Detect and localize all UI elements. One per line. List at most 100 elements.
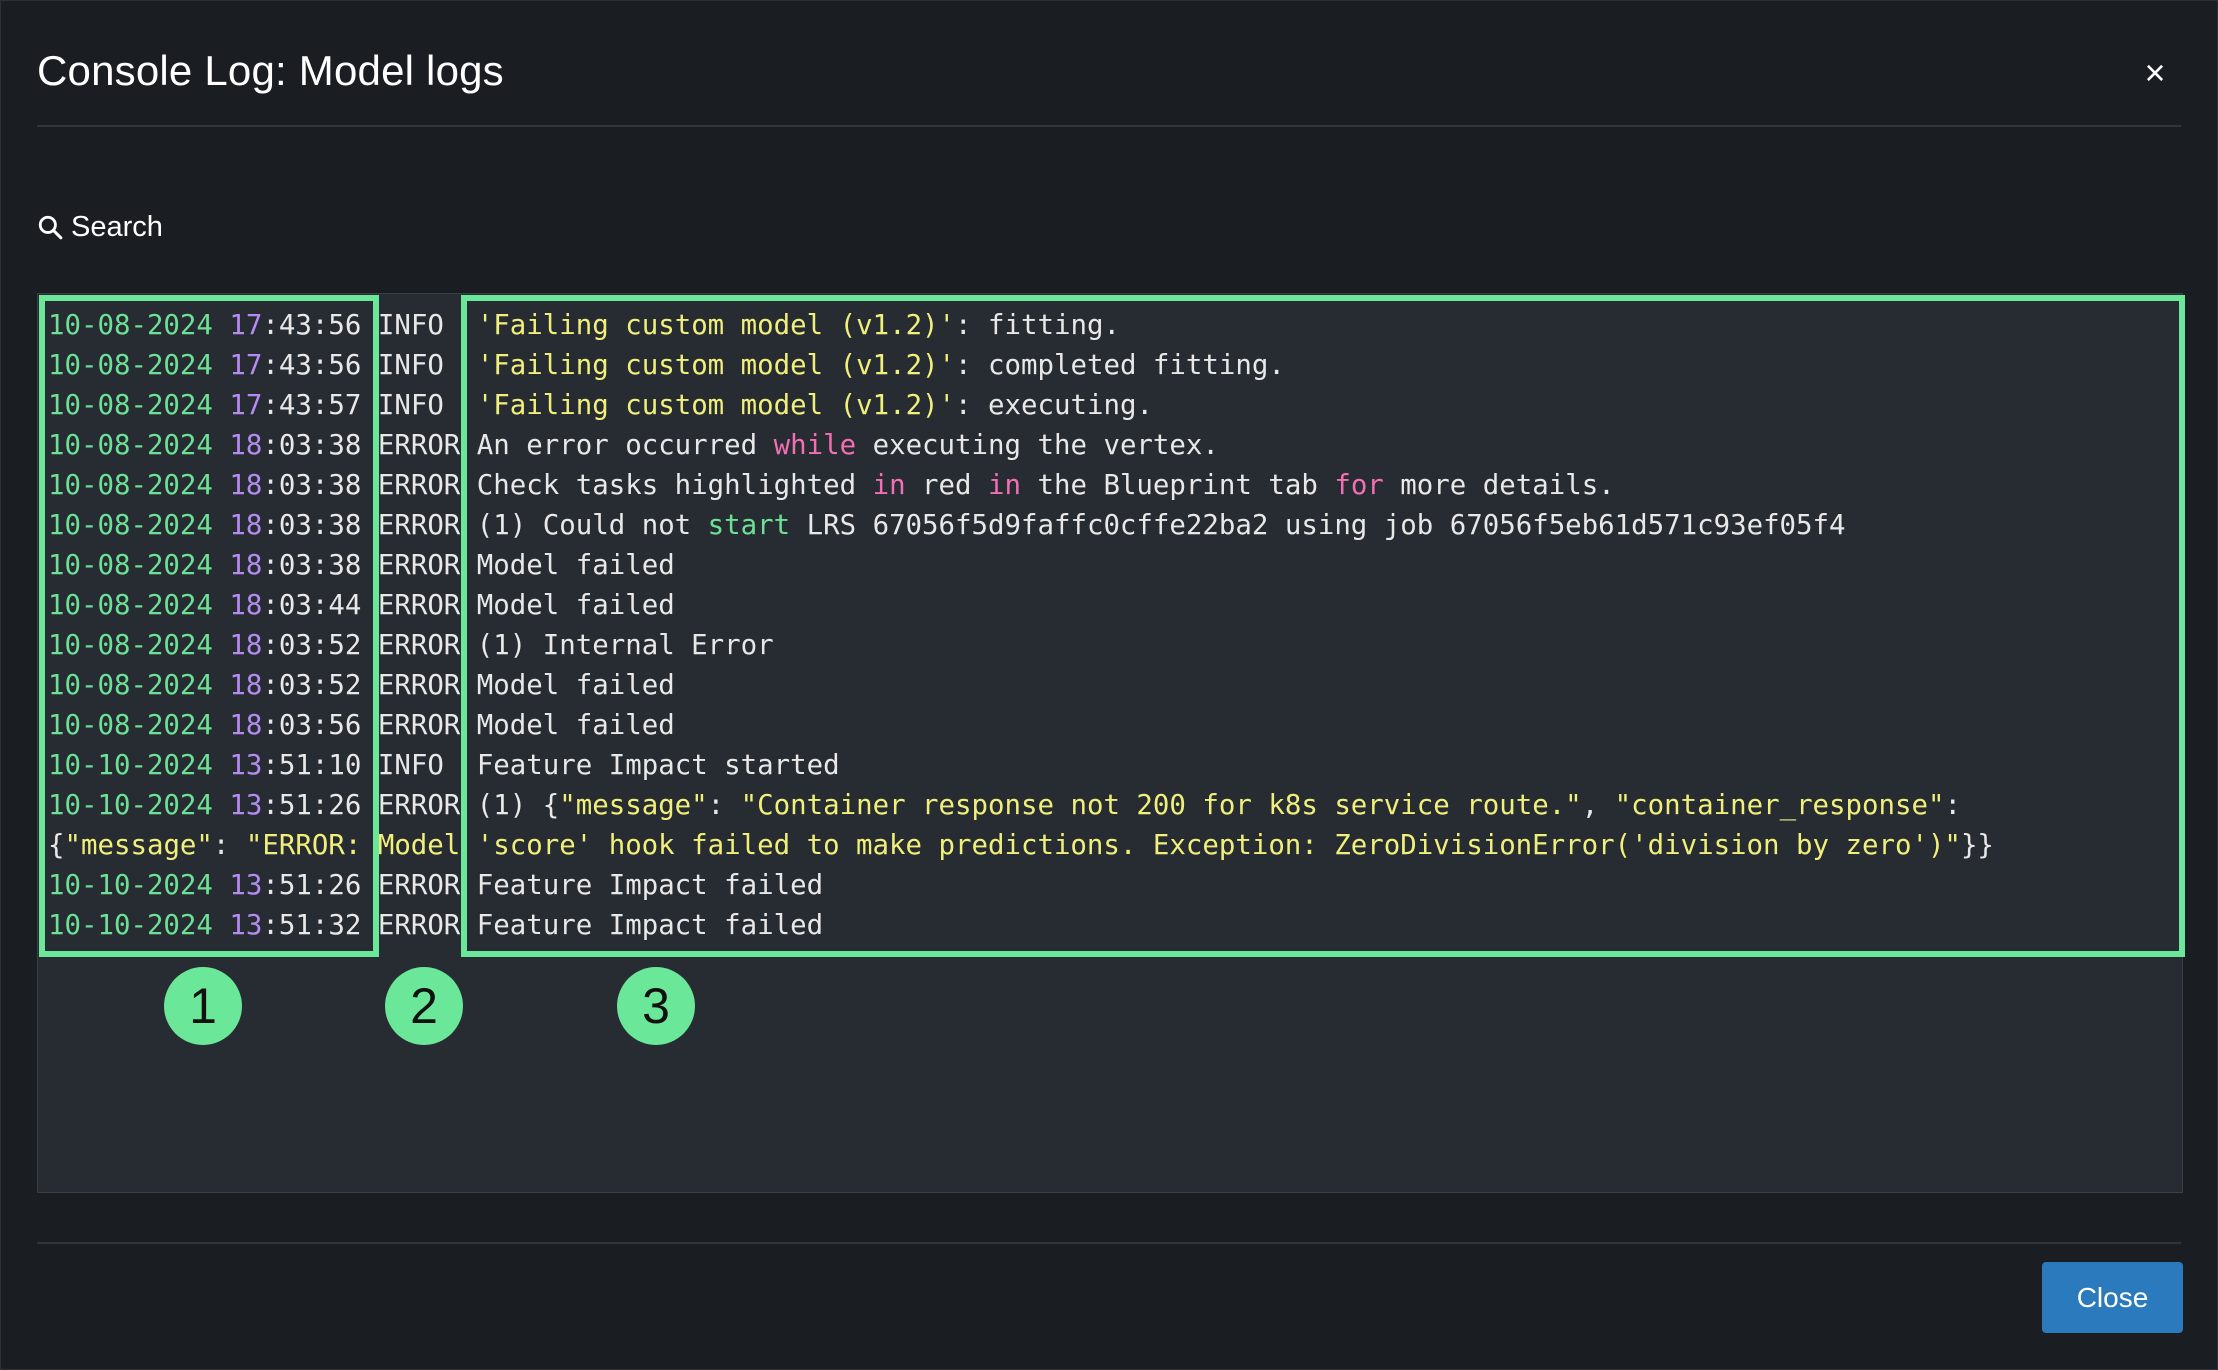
log-message-part: 'Failing custom model (v1.2)' [476, 350, 956, 381]
log-level: ERROR [377, 790, 461, 821]
search-toggle[interactable]: Search [37, 207, 163, 247]
log-message-part: 'Failing custom model (v1.2)' [476, 390, 956, 421]
log-message-part: : completed fitting. [955, 350, 1285, 381]
log-hour: 18 [229, 510, 263, 541]
log-space [460, 630, 477, 661]
log-hour: 17 [229, 390, 263, 421]
search-icon [38, 215, 63, 240]
log-time-rest: :43:56 [262, 350, 362, 381]
log-level: ERROR [377, 550, 461, 581]
log-time-rest: :03:52 [262, 670, 362, 701]
console-output[interactable]: 10-08-2024 17 :43:56 INFO 'Failing custom… [37, 293, 2183, 1193]
log-message-part: red [905, 470, 989, 501]
log-space [213, 590, 230, 621]
log-message-part: Feature Impact failed [476, 910, 824, 941]
log-sep [444, 350, 461, 381]
log-space [213, 350, 230, 381]
log-space [460, 710, 477, 741]
log-space [361, 430, 378, 461]
close-icon[interactable]: × [2144, 52, 2166, 93]
log-message-part: : fitting. [955, 310, 1120, 341]
log-space [361, 590, 378, 621]
log-message-part: Model failed [476, 710, 675, 741]
log-space [460, 390, 477, 421]
log-hour: 13 [229, 870, 263, 901]
log-line: 10-10-2024 13:51:26 ERROR (1) {"message"… [48, 786, 2172, 826]
log-message-part: executing the vertex. [856, 430, 1219, 461]
log-level: INFO [377, 350, 444, 381]
log-date: 10-10-2024 [48, 750, 213, 781]
log-line: 10-08-2024 17:43:56 INFO 'Failing custom… [48, 346, 2172, 386]
log-message-part: LRS 67056f5d9faffc0cffe22ba2 using job 6… [790, 510, 1846, 541]
log-level: ERROR [377, 910, 461, 941]
log-space [460, 750, 477, 781]
log-space [460, 350, 477, 381]
log-level: INFO [377, 310, 444, 341]
log-time-rest: :03:44 [262, 590, 362, 621]
log-time-rest: :03:38 [262, 510, 362, 541]
log-level: ERROR [377, 510, 461, 541]
log-time-rest: :51:26 [262, 870, 362, 901]
log-line: 10-08-2024 17:43:56 INFO 'Failing custom… [48, 306, 2172, 346]
log-hour: 18 [229, 430, 263, 461]
callout-badge-1: 1 [164, 967, 242, 1045]
log-time-rest: :51:32 [262, 910, 362, 941]
log-sep [444, 390, 461, 421]
log-line: 10-08-2024 18:03:56 ERROR Model failed [48, 706, 2172, 746]
log-line: 10-08-2024 18:03:52 ERROR Model failed [48, 666, 2172, 706]
log-space [361, 630, 378, 661]
log-time-rest: :03:38 [262, 470, 362, 501]
log-date: 10-10-2024 [48, 870, 213, 901]
log-space [213, 630, 230, 661]
log-space [460, 470, 477, 501]
log-message-part: while [773, 430, 857, 461]
log-message-part: start [707, 510, 791, 541]
log-date: 10-08-2024 [48, 350, 213, 381]
log-space [213, 790, 230, 821]
log-space [361, 910, 378, 941]
log-space [213, 470, 230, 501]
log-message-part: the Blueprint tab [1021, 470, 1335, 501]
log-space [460, 430, 477, 461]
log-time-rest: :43:57 [262, 390, 362, 421]
log-level: ERROR [377, 430, 461, 461]
log-date: 10-08-2024 [48, 310, 213, 341]
log-line: 10-08-2024 18:03:52 ERROR (1) Internal E… [48, 626, 2172, 666]
log-level: INFO [377, 390, 444, 421]
footer-divider [37, 1242, 2181, 1244]
log-date: 10-08-2024 [48, 550, 213, 581]
log-message-part: "ERROR: Model 'score' hook failed to mak… [245, 830, 1961, 861]
log-level: INFO [377, 750, 444, 781]
log-message-part: "Container response not 200 for k8s serv… [740, 790, 1582, 821]
log-message-part: Check tasks highlighted [476, 470, 873, 501]
log-message-part: (1) Could not [476, 510, 708, 541]
log-level: ERROR [377, 590, 461, 621]
log-message-part: "container_response" [1614, 790, 1945, 821]
log-message-part: "message" [64, 830, 213, 861]
log-space [213, 430, 230, 461]
log-line: 10-10-2024 13:51:32 ERROR Feature Impact… [48, 906, 2172, 946]
log-space [460, 790, 477, 821]
log-hour: 18 [229, 710, 263, 741]
log-space [460, 670, 477, 701]
log-hour: 18 [229, 670, 263, 701]
log-line: 10-08-2024 17:43:57 INFO 'Failing custom… [48, 386, 2172, 426]
log-message-part: { [48, 830, 65, 861]
log-line: 10-08-2024 18:03:38 ERROR An error occur… [48, 426, 2172, 466]
log-hour: 13 [229, 910, 263, 941]
log-line: {"message": "ERROR: Model 'score' hook f… [48, 826, 2172, 866]
log-space [361, 790, 378, 821]
log-message-part: An error occurred [476, 430, 774, 461]
log-message-part: }} [1960, 830, 1994, 861]
log-date: 10-10-2024 [48, 910, 213, 941]
log-hour: 13 [229, 790, 263, 821]
log-message-part: Feature Impact failed [476, 870, 824, 901]
log-space [460, 870, 477, 901]
log-message-part: 'Failing custom model (v1.2)' [476, 310, 956, 341]
log-message-part: : [707, 790, 741, 821]
log-space [213, 750, 230, 781]
log-space [460, 910, 477, 941]
log-level: ERROR [377, 630, 461, 661]
log-space [213, 910, 230, 941]
close-button[interactable]: Close [2042, 1262, 2183, 1333]
